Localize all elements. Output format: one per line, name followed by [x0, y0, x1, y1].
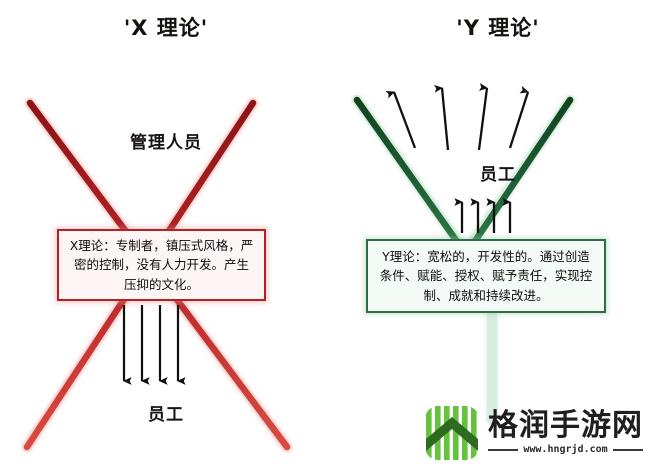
theory-y-title: 'Y 理论'	[456, 16, 540, 40]
site-url-row: www.hngrjd.com	[488, 444, 644, 455]
theory-y-description-box: Y理论：宽松的，开发性的。通过创造条件、赋能、授权、赋予责任，实现控制、成就和持…	[366, 239, 606, 313]
theory-y-panel: 'Y 理论'	[332, 0, 664, 466]
site-watermark: 格润手游网 www.hngrjd.com	[424, 403, 662, 463]
site-name: 格润手游网	[488, 408, 643, 443]
theory-x-employee-label: 员工	[148, 405, 184, 425]
rule-right	[612, 449, 644, 451]
rule-left	[488, 449, 519, 451]
theory-x-manager-label: 管理人员	[130, 133, 202, 153]
theory-y-employee-label: 员工	[480, 165, 516, 185]
theory-x-title: 'X 理论'	[123, 16, 209, 40]
theory-y-graphics	[352, 83, 575, 425]
theory-x-description-box: X理论：专制者，镇压式风格，严密的控制，没有人力开发。产生压抑的文化。	[57, 229, 266, 301]
watermark-text: 格润手游网 www.hngrjd.com	[488, 408, 644, 455]
striped-roof-logo-icon	[425, 406, 479, 460]
site-url: www.hngrjd.com	[523, 444, 608, 455]
